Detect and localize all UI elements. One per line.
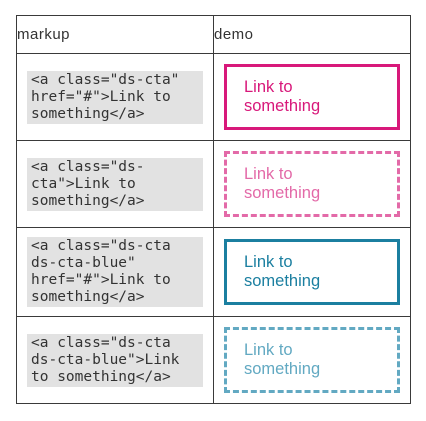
table-row: <a class="ds- cta">Link to something</a>… <box>16 140 411 228</box>
table-row: <a class="ds-cta ds-cta-blue">Link to so… <box>16 316 411 404</box>
demo-cell: Link to something <box>213 227 411 317</box>
cta-link-pink-no-href: Link to something <box>224 151 400 217</box>
code-snippet: <a class="ds-cta" href="#">Link to somet… <box>27 70 203 124</box>
demo-cell: Link to something <box>213 316 411 404</box>
code-snippet: <a class="ds- cta">Link to something</a> <box>27 157 203 211</box>
markup-cell: <a class="ds-cta ds-cta-blue" href="#">L… <box>16 227 214 317</box>
examples-table: markup demo <a class="ds-cta" href="#">L… <box>16 15 411 404</box>
code-snippet: <a class="ds-cta ds-cta-blue">Link to so… <box>27 333 203 387</box>
cta-link-pink[interactable]: Link to something <box>224 64 400 130</box>
cta-link-blue[interactable]: Link to something <box>224 239 400 305</box>
table-row: <a class="ds-cta ds-cta-blue" href="#">L… <box>16 227 411 317</box>
header-markup: markup <box>16 15 214 54</box>
markup-cell: <a class="ds-cta ds-cta-blue">Link to so… <box>16 316 214 404</box>
demo-cell: Link to something <box>213 53 411 141</box>
table-row: <a class="ds-cta" href="#">Link to somet… <box>16 53 411 141</box>
markup-cell: <a class="ds- cta">Link to something</a> <box>16 140 214 228</box>
markup-cell: <a class="ds-cta" href="#">Link to somet… <box>16 53 214 141</box>
demo-cell: Link to something <box>213 140 411 228</box>
cta-link-blue-no-href: Link to something <box>224 327 400 393</box>
header-demo: demo <box>213 15 411 54</box>
table-header-row: markup demo <box>16 15 411 54</box>
code-snippet: <a class="ds-cta ds-cta-blue" href="#">L… <box>27 237 203 307</box>
